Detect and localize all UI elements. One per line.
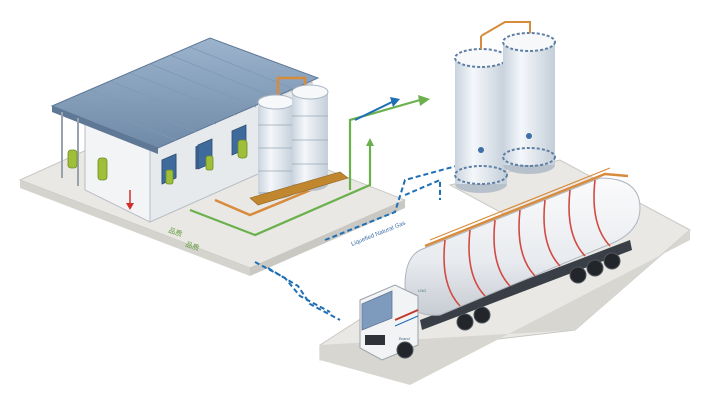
green-small-tanks: [67, 139, 248, 185]
blue-flow-arrow-icon: [354, 97, 400, 121]
red-arrow-icon: [126, 190, 134, 210]
green-pipes: [189, 98, 421, 237]
blue-route-lines: [254, 164, 461, 321]
truck-wheels: [396, 252, 621, 359]
cryogenic-tank-left: [454, 36, 508, 193]
tank-building-2: [291, 84, 329, 191]
tanker-truck: LNG Brand: [359, 167, 641, 361]
green-flow-arrow-icon: [366, 95, 430, 146]
truck-cab: Brand: [359, 284, 419, 361]
tank-building-1: [257, 94, 295, 199]
truck-tank: LNG: [404, 167, 641, 316]
cab-logo: Brand: [399, 336, 410, 341]
building-storage-tanks: [249, 84, 349, 206]
cryogenic-tank-right: [480, 21, 556, 174]
orange-pipes: [214, 76, 331, 217]
truck-tank-brand: LNG: [418, 288, 426, 293]
cryogenic-tanks: [454, 21, 556, 193]
